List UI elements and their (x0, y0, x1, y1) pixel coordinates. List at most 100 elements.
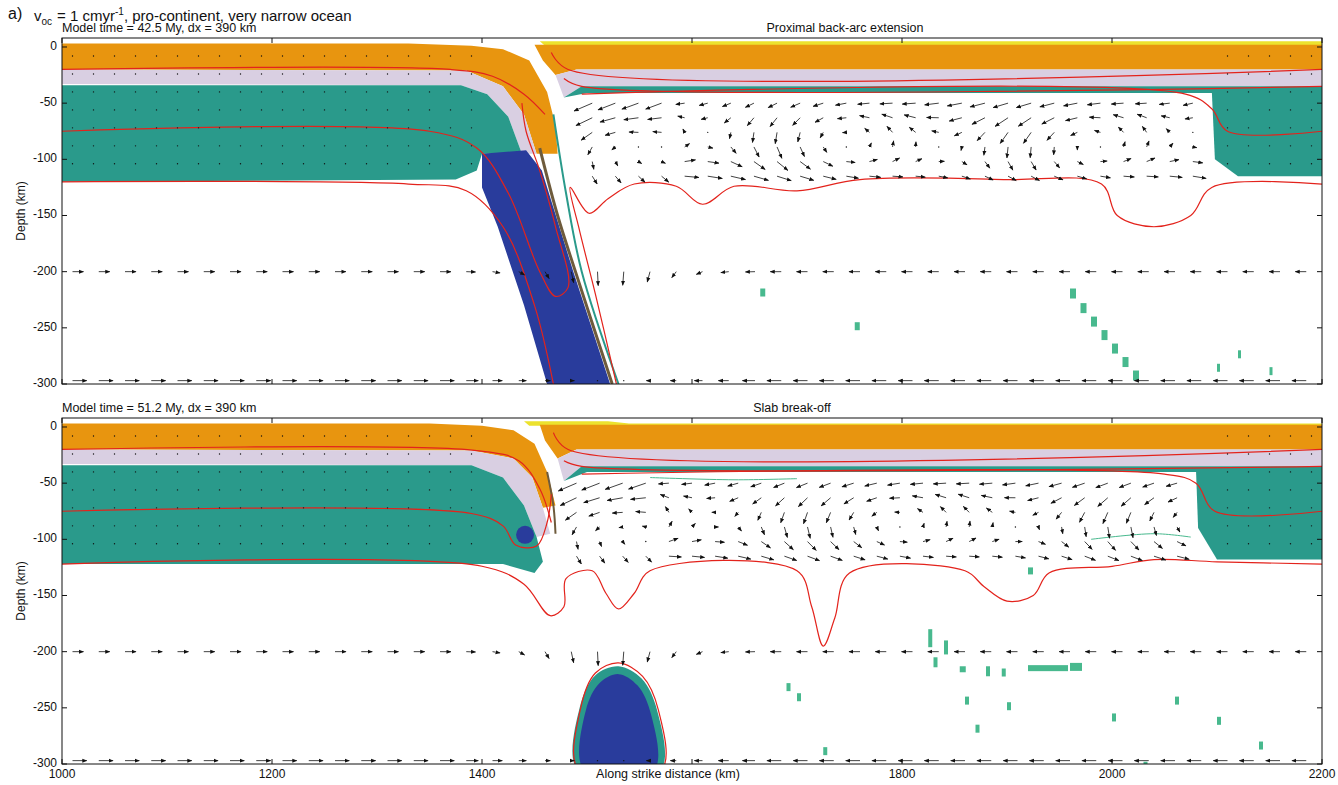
velocity-arrow (932, 131, 939, 133)
velocity-dot (156, 163, 157, 164)
velocity-dot (1290, 471, 1291, 472)
velocity-arrow (992, 539, 999, 541)
velocity-arrow (388, 380, 402, 381)
velocity-dot (156, 471, 157, 472)
velocity-arrow (1135, 103, 1146, 105)
velocity-arrow (946, 556, 956, 558)
velocity-dot (282, 543, 283, 544)
velocity-dot (177, 127, 178, 128)
velocity-arrow (985, 176, 993, 180)
mantle-fragment (944, 640, 948, 654)
velocity-arrow (1121, 498, 1131, 506)
velocity-dot (324, 73, 325, 74)
velocity-arrow (1015, 541, 1022, 542)
velocity-arrow (800, 176, 814, 180)
velocity-dot (282, 489, 283, 490)
mantle-fragment (797, 693, 801, 701)
velocity-dot (597, 760, 598, 761)
plot-frame (62, 38, 1322, 384)
slab-interface (547, 472, 555, 534)
velocity-dot (135, 453, 136, 454)
velocity-arrow (256, 651, 267, 652)
velocity-arrow (683, 496, 692, 498)
velocity-dot (1290, 489, 1291, 490)
velocity-dot (93, 127, 94, 128)
velocity-dot (597, 380, 598, 381)
velocity-dot (93, 73, 94, 74)
velocity-dot (324, 91, 325, 92)
velocity-dot (1269, 127, 1270, 128)
velocity-dot (408, 471, 409, 472)
velocity-dot (93, 55, 94, 56)
velocity-dot (471, 489, 472, 490)
velocity-arrow (875, 271, 886, 272)
velocity-dot (471, 543, 472, 544)
velocity-dot (135, 109, 136, 110)
velocity-arrow (1002, 483, 1015, 485)
velocity-arrow (1173, 512, 1177, 517)
panel-title: voc= 1 cmyr-1, pro-continent, very narro… (34, 6, 352, 27)
velocity-dot (1227, 109, 1228, 110)
velocity-arrow (993, 103, 1008, 107)
velocity-dot (198, 525, 199, 526)
velocity-dot (135, 471, 136, 472)
velocity-dot (1269, 543, 1270, 544)
velocity-arrow (1190, 651, 1201, 652)
velocity-arrow (646, 760, 650, 761)
tick-mark (692, 38, 693, 43)
velocity-dot (72, 145, 73, 146)
velocity-arrow (767, 760, 781, 761)
velocity-arrow (1187, 760, 1201, 761)
velocity-dot (429, 453, 430, 454)
velocity-arrow (1029, 380, 1043, 381)
velocity-dot (345, 525, 346, 526)
velocity-dot (324, 543, 325, 544)
velocity-dot (345, 55, 346, 56)
velocity-arrow (793, 760, 807, 761)
velocity-arrow (624, 118, 639, 120)
velocity-dot (1269, 435, 1270, 436)
velocity-dot (345, 453, 346, 454)
velocity-arrow (230, 651, 241, 652)
velocity-dot (429, 127, 430, 128)
velocity-arrow (1039, 556, 1049, 559)
velocity-arrow (844, 498, 854, 504)
velocity-arrow (933, 483, 946, 485)
velocity-arrow (842, 483, 854, 487)
mantle-fragment (976, 725, 980, 733)
velocity-dot (240, 453, 241, 454)
velocity-arrow (902, 651, 913, 652)
velocity-arrow (1089, 117, 1100, 119)
velocity-arrow (623, 272, 624, 286)
tick-label: -50 (40, 97, 57, 110)
tick-mark (1317, 215, 1322, 216)
velocity-arrow (1031, 176, 1039, 180)
velocity-arrow (924, 380, 938, 381)
velocity-arrow (1177, 527, 1180, 532)
isotherm-contour (574, 663, 667, 764)
velocity-arrow (721, 271, 729, 273)
velocity-arrow (630, 498, 645, 500)
velocity-arrow (646, 103, 662, 109)
velocity-dot (114, 163, 115, 164)
velocity-arrow (388, 651, 399, 652)
velocity-arrow (752, 132, 753, 142)
velocity-dot (1311, 109, 1312, 110)
velocity-dot (1248, 73, 1249, 74)
velocity-dot (1227, 507, 1228, 508)
velocity-dot (450, 55, 451, 56)
velocity-dot (282, 73, 283, 74)
velocity-dot (219, 163, 220, 164)
velocity-arrow (898, 380, 912, 381)
velocity-dot (1290, 73, 1291, 74)
velocity-dot (219, 73, 220, 74)
velocity-arrow (577, 556, 582, 564)
velocity-arrow (605, 132, 615, 135)
velocity-dot (114, 435, 115, 436)
velocity-arrow (694, 380, 702, 381)
velocity-arrow (1079, 512, 1084, 522)
velocity-arrow (1077, 147, 1078, 150)
velocity-arrow (600, 556, 605, 563)
velocity-arrow (607, 498, 623, 501)
velocity-dot (177, 145, 178, 146)
